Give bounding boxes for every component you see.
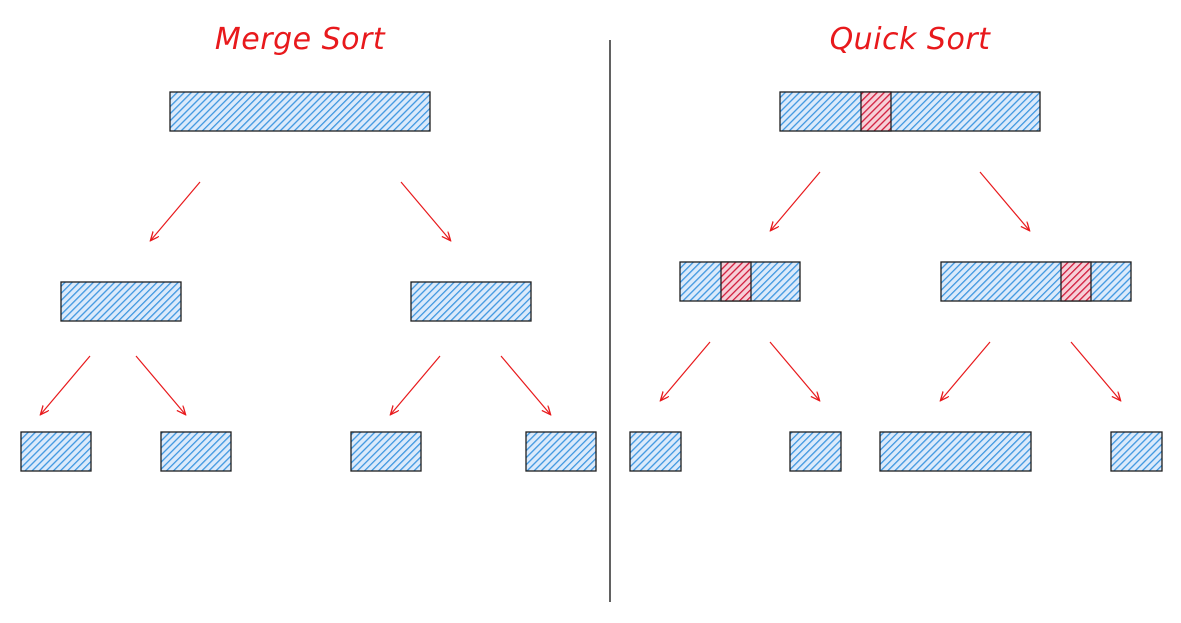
merge-arrow-root-right bbox=[400, 181, 450, 240]
quick-leaf-block-1 bbox=[629, 431, 682, 472]
quick-right-pivot bbox=[1060, 261, 1092, 302]
merge-arrow-left-2 bbox=[135, 355, 185, 414]
quick-right-block bbox=[940, 261, 1132, 302]
quick-arrow-right-1 bbox=[941, 341, 991, 400]
merge-leaf-block-3 bbox=[350, 431, 422, 472]
quick-sort-tree bbox=[629, 91, 1163, 472]
quick-left-pivot bbox=[720, 261, 752, 302]
merge-sort-title: Merge Sort bbox=[214, 22, 386, 57]
merge-sort-tree bbox=[20, 91, 597, 472]
merge-left-block bbox=[60, 281, 182, 322]
merge-arrow-right-1 bbox=[391, 355, 441, 414]
quick-arrow-root-right bbox=[979, 171, 1029, 230]
quick-arrow-left-1 bbox=[661, 341, 711, 400]
quick-arrow-left-2 bbox=[769, 341, 819, 400]
merge-leaf-block-1 bbox=[20, 431, 92, 472]
merge-leaf-block-4 bbox=[525, 431, 597, 472]
merge-arrow-right-2 bbox=[500, 355, 550, 414]
quick-leaf-block-4 bbox=[1110, 431, 1163, 472]
quick-root-pivot bbox=[860, 91, 892, 132]
quick-root-block bbox=[779, 91, 1041, 132]
merge-right-block bbox=[410, 281, 532, 322]
merge-arrow-root-left bbox=[151, 181, 201, 240]
merge-root-block bbox=[169, 91, 431, 132]
merge-leaf-block-2 bbox=[160, 431, 232, 472]
quick-leaf-block-3 bbox=[879, 431, 1032, 472]
merge-arrow-left-1 bbox=[41, 355, 91, 414]
quick-arrow-right-2 bbox=[1070, 341, 1120, 400]
quick-sort-title: Quick Sort bbox=[829, 22, 991, 57]
quick-arrow-root-left bbox=[771, 171, 821, 230]
quick-leaf-block-2 bbox=[789, 431, 842, 472]
